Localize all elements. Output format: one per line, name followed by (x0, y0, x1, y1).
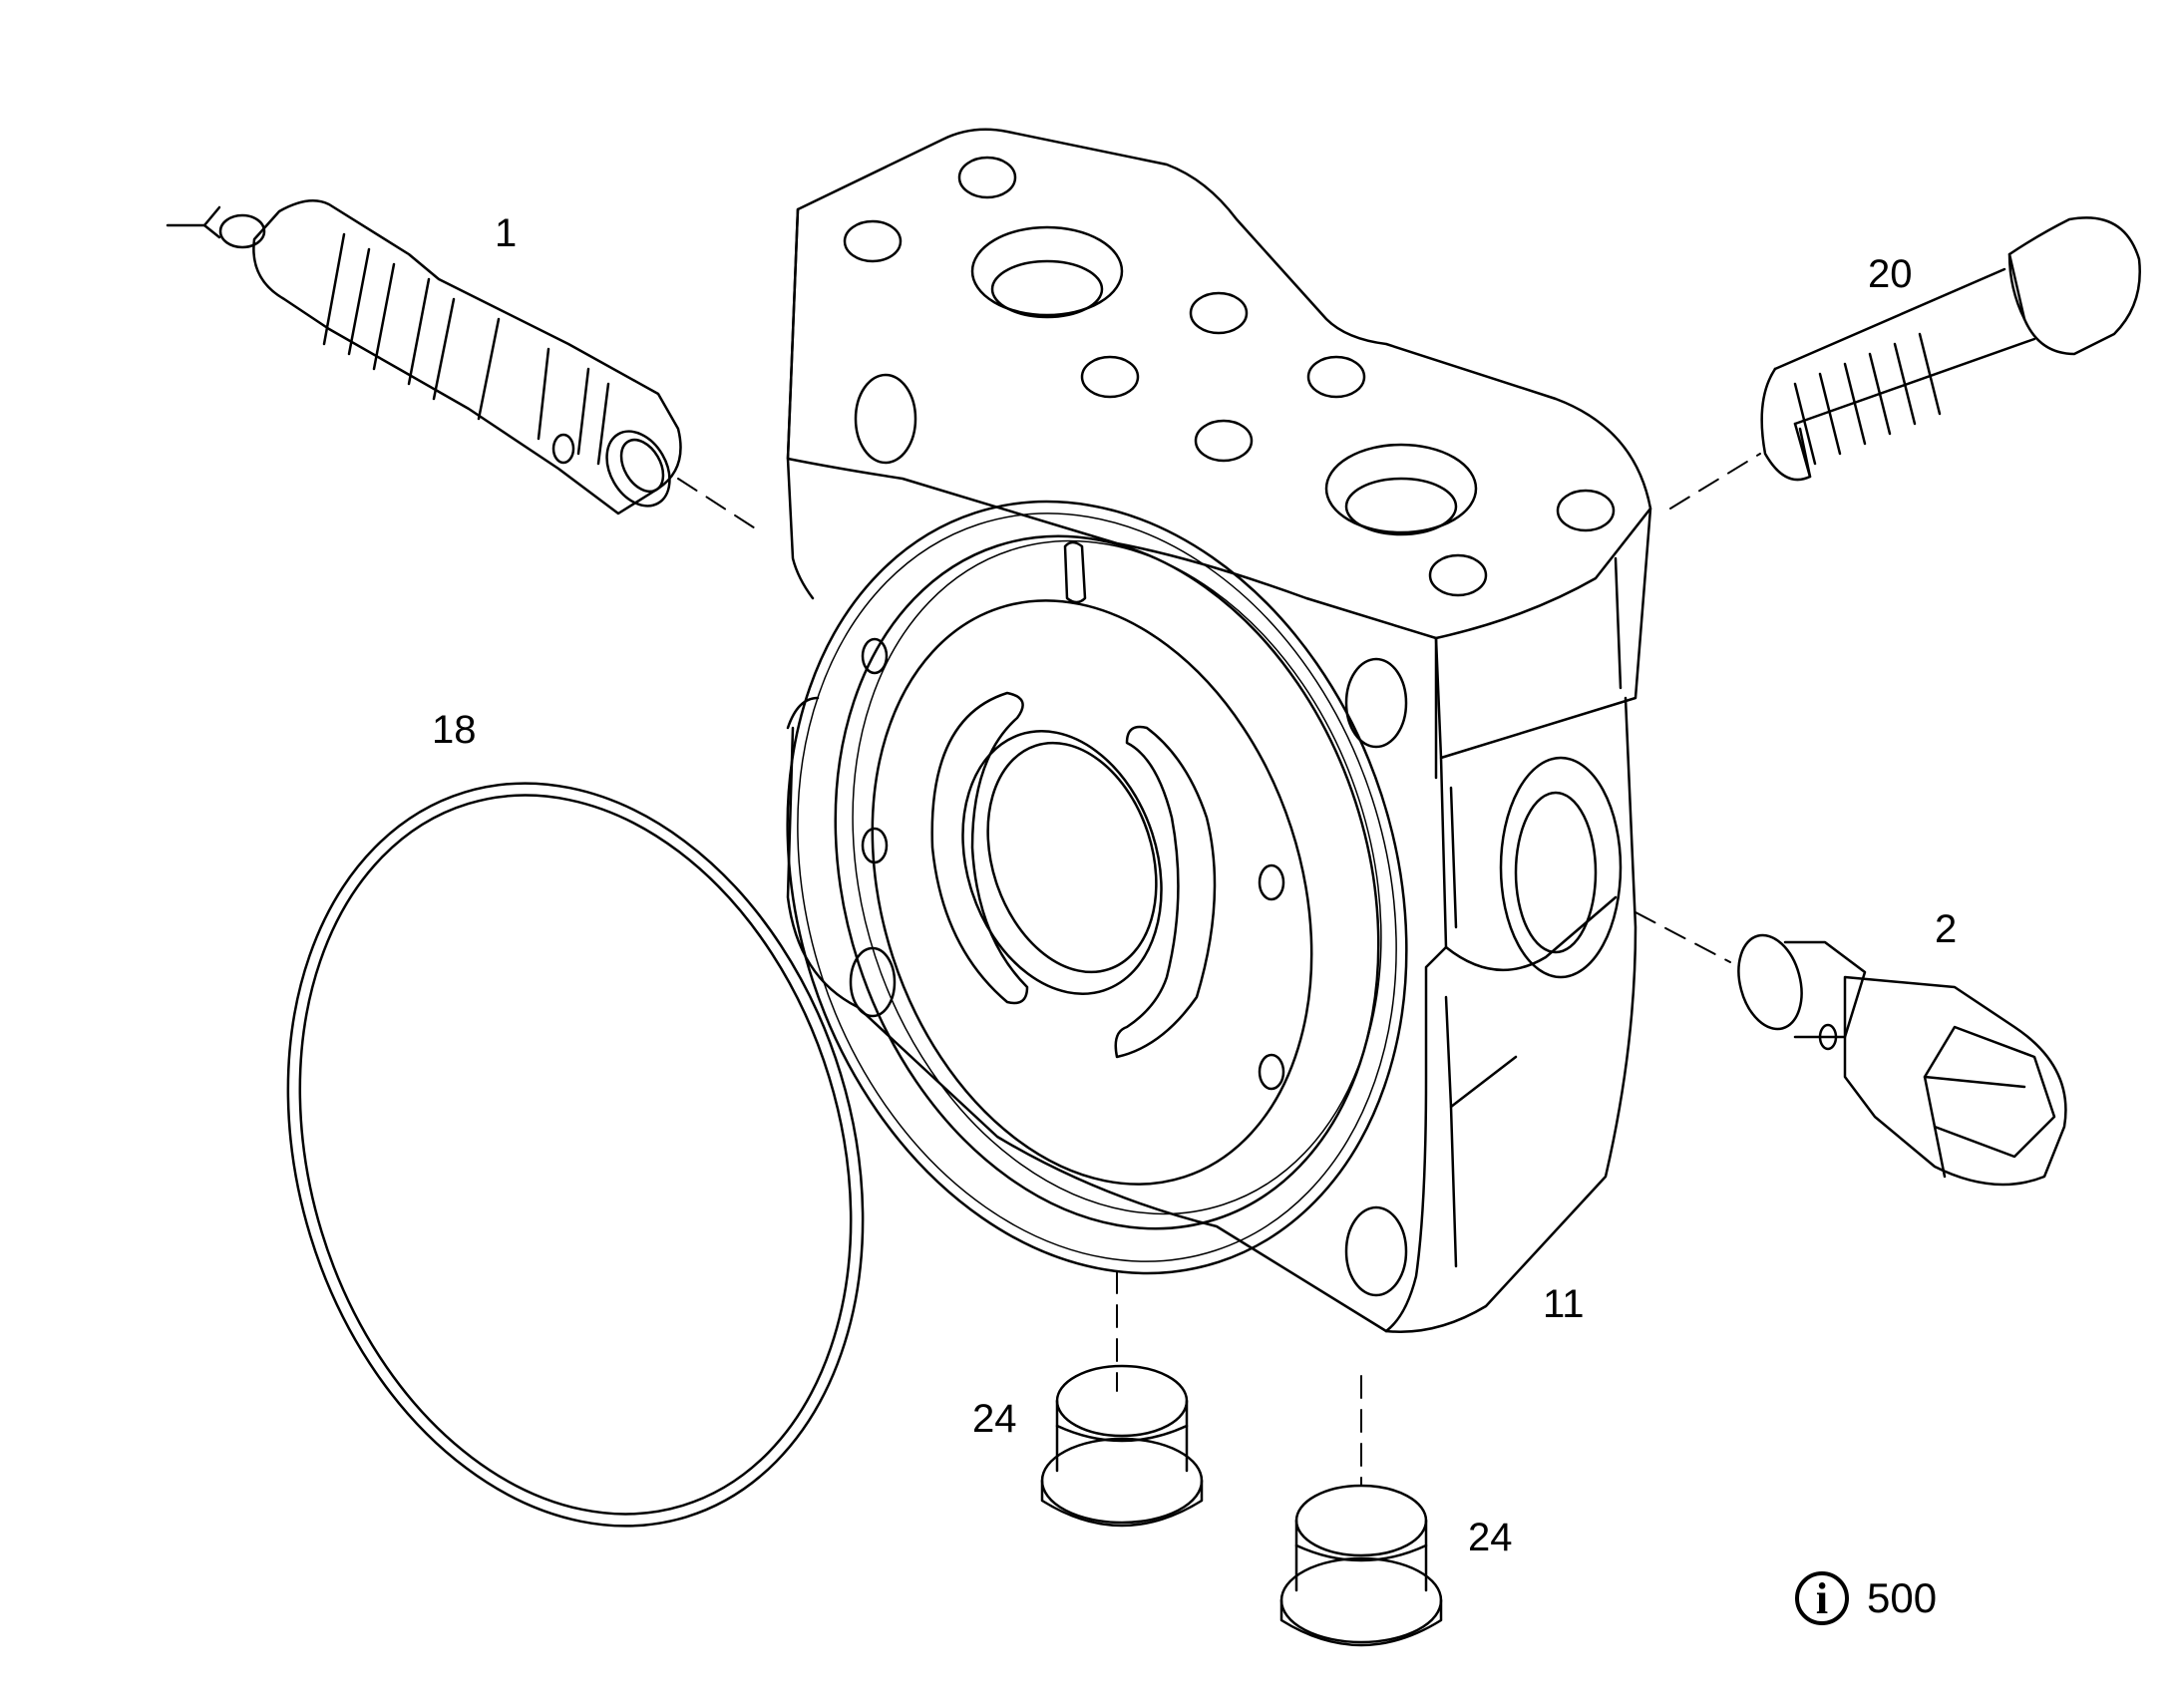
o-ring (199, 711, 951, 1597)
callout-part-24-right: 24 (1468, 1516, 1513, 1559)
callout-part-24-left: 24 (972, 1397, 1017, 1441)
valve-housing (691, 130, 1650, 1355)
plug-left (1042, 1366, 1202, 1526)
cartridge-valve (168, 200, 682, 516)
info-reference: i 500 (1795, 1571, 1937, 1625)
callout-part-11: 11 (1543, 1282, 1585, 1326)
cap-screw (1762, 217, 2140, 480)
info-number: 500 (1867, 1574, 1938, 1621)
assembly-lines (678, 454, 1760, 1486)
callout-part-20: 20 (1868, 252, 1913, 296)
info-icon: i (1795, 1571, 1849, 1625)
relief-valve-plug (1729, 928, 2066, 1185)
callout-part-2: 2 (1935, 907, 1958, 951)
plug-right (1281, 1486, 1441, 1645)
callout-part-1: 1 (495, 211, 518, 255)
callout-part-18: 18 (432, 708, 477, 752)
